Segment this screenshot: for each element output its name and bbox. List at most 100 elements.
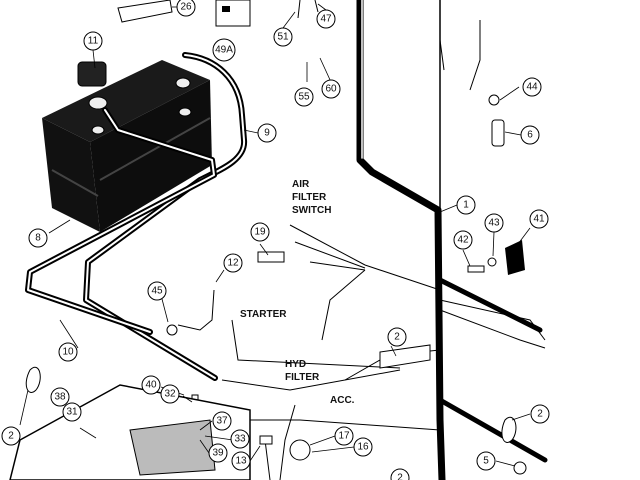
nut-5: [513, 461, 527, 475]
svg-text:19: 19: [254, 227, 266, 238]
strap-2-left: [25, 367, 41, 393]
svg-text:2: 2: [394, 332, 400, 343]
callout-40: 40: [141, 375, 161, 395]
nut-43: [487, 257, 497, 267]
label-starter: STARTER: [240, 309, 287, 320]
callout-16: 16: [353, 437, 373, 457]
callout-47: 47: [316, 9, 336, 29]
svg-text:45: 45: [151, 286, 163, 297]
svg-text:11: 11: [88, 36, 99, 47]
label-hyd-2: FILTER: [285, 372, 320, 383]
thin-wires: [177, 0, 546, 480]
callout-44: 44: [522, 77, 542, 97]
callout-5: 5: [476, 451, 496, 471]
solenoid-16: [289, 439, 311, 461]
label-air-filter-1: AIR: [292, 179, 310, 190]
cable-10-highlight: [27, 109, 215, 333]
switch-6: [491, 119, 505, 147]
harness-branch-right: [437, 277, 543, 333]
svg-text:2: 2: [397, 473, 403, 480]
main-harness: [356, 0, 446, 480]
callout-39: 39: [208, 443, 228, 463]
label-hyd-1: HYD: [285, 359, 306, 370]
wire-right-2: [439, 309, 546, 349]
svg-text:38: 38: [54, 392, 66, 403]
label-air-filter-3: SWITCH: [292, 205, 331, 216]
terminal-44: [488, 94, 500, 106]
svg-text:49A: 49A: [215, 45, 233, 56]
wire-bracket: [279, 404, 296, 480]
callout-2: 2: [1, 426, 21, 446]
callout-26: 26: [176, 0, 196, 17]
svg-text:32: 32: [164, 389, 176, 400]
cell-cap: [91, 125, 105, 135]
wire-right: [439, 299, 546, 341]
plate-pad: [129, 419, 216, 476]
callout-51: 51: [273, 27, 293, 47]
callout-37: 37: [212, 411, 232, 431]
callout-8: 8: [28, 228, 48, 248]
cables: [25, 0, 548, 480]
callout-13: 13: [231, 451, 251, 471]
callout-49a: 49A: [212, 38, 236, 62]
callout-2: 2: [390, 468, 410, 480]
svg-text:2: 2: [8, 431, 14, 442]
positive-terminal: [175, 77, 191, 89]
svg-text:31: 31: [66, 407, 78, 418]
strap-2-center: [379, 344, 431, 369]
svg-text:33: 33: [234, 434, 246, 445]
label-acc: ACC.: [330, 395, 355, 406]
wire-12: [177, 289, 215, 331]
callout-19: 19: [250, 222, 270, 242]
connector-13: [259, 435, 273, 445]
callout-10: 10: [58, 342, 78, 362]
svg-text:2: 2: [537, 409, 543, 420]
svg-text:40: 40: [145, 380, 157, 391]
svg-text:44: 44: [526, 82, 538, 93]
svg-text:39: 39: [212, 448, 224, 459]
wire-51: [297, 0, 301, 19]
wire-air-filter-2: [294, 241, 366, 269]
label-air-filter-2: FILTER: [292, 192, 327, 203]
wire-down: [321, 269, 366, 341]
svg-text:1: 1: [463, 200, 469, 211]
battery-rib: [99, 117, 211, 181]
callout-42: 42: [453, 230, 473, 250]
svg-text:26: 26: [180, 2, 192, 13]
wire-top: [439, 39, 445, 71]
callout-60: 60: [321, 79, 341, 99]
svg-text:8: 8: [35, 233, 41, 244]
relay-pin: [222, 6, 230, 12]
callout-9: 9: [257, 123, 277, 143]
callouts: 26 47 49A 51 60 55 11 44 9 6 8 1 43 41 1…: [1, 0, 550, 480]
callout-33: 33: [230, 429, 250, 449]
wire-13: [264, 439, 271, 480]
svg-text:55: 55: [298, 92, 310, 103]
wire-starter: [231, 319, 401, 369]
battery-side: [42, 118, 100, 232]
cell-cap: [178, 107, 192, 117]
callout-41: 41: [529, 209, 549, 229]
bracket-41: [505, 240, 525, 275]
svg-text:51: 51: [277, 32, 289, 43]
wire-air-filter-3: [309, 261, 366, 271]
strap-2-right: [501, 417, 517, 443]
relay-49a: [215, 0, 251, 27]
svg-text:37: 37: [216, 416, 228, 427]
svg-text:43: 43: [488, 218, 500, 229]
callout-12: 12: [223, 253, 243, 273]
wire-47: [314, 0, 319, 13]
callout-31: 31: [62, 402, 82, 422]
callout-2: 2: [387, 327, 407, 347]
svg-text:41: 41: [533, 214, 545, 225]
svg-text:9: 9: [264, 128, 270, 139]
wire-air-filter: [289, 224, 441, 291]
negative-terminal: [88, 96, 108, 110]
callout-11: 11: [83, 31, 103, 51]
svg-text:47: 47: [320, 14, 332, 25]
callout-55: 55: [294, 87, 314, 107]
callout-32: 32: [160, 384, 180, 404]
svg-text:12: 12: [227, 258, 239, 269]
terminal-cover: [77, 61, 107, 87]
